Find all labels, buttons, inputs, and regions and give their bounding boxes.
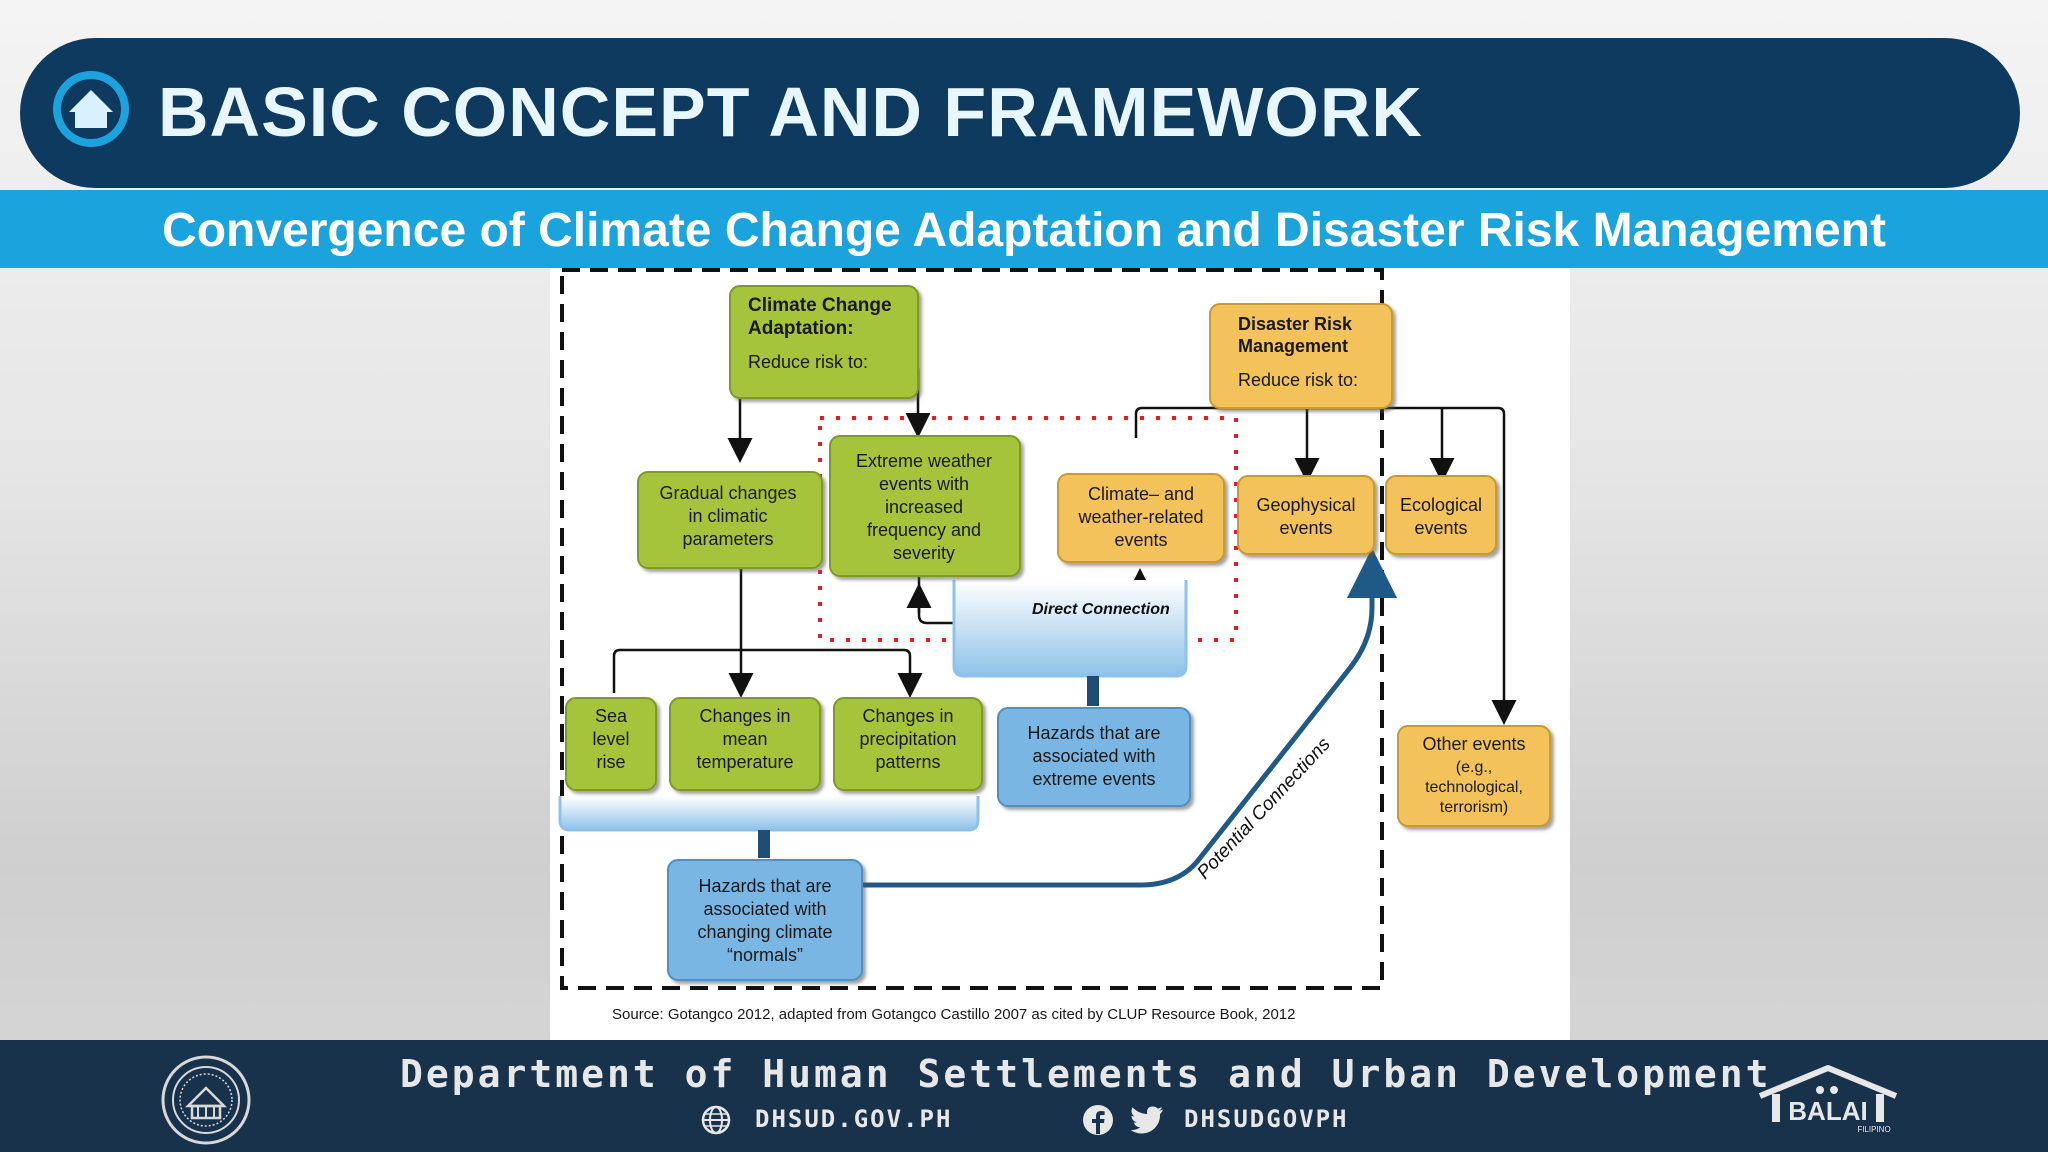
cca-boundary: [560, 268, 1384, 990]
sea-level-box: [565, 697, 657, 791]
drm-box: [1209, 303, 1393, 409]
geophysical-line-2: events: [1279, 518, 1332, 538]
drm-title-1: Disaster Risk: [1238, 314, 1353, 334]
department-name: Department of Human Settlements and Urba…: [400, 1052, 1772, 1096]
sea-line-1: Sea: [595, 706, 628, 726]
geophysical-line-1: Geophysical: [1256, 495, 1355, 515]
balai-text: BALAI: [1788, 1096, 1867, 1126]
cca-title-1: Climate Change: [748, 295, 892, 316]
footer-bar: [0, 1040, 2048, 1152]
direct-connection-label: Direct Connection: [1032, 601, 1170, 618]
normals-bracket: [558, 796, 980, 832]
title-bar: [20, 38, 2020, 188]
cca-title-2: Adaptation:: [748, 318, 854, 339]
page-title: BASIC CONCEPT AND FRAMEWORK: [158, 73, 1423, 151]
extreme-line-3: increased: [885, 497, 963, 517]
source-caption: Source: Gotangco 2012, adapted from Gota…: [612, 1006, 1295, 1023]
mean-temp-line-2: mean: [722, 729, 767, 749]
globe-icon: [701, 1105, 731, 1135]
other-events-line-2: (e.g.,: [1456, 759, 1492, 776]
dhsud-seal-icon: [161, 1055, 251, 1145]
ecological-box: [1385, 475, 1497, 555]
other-events-box: [1397, 725, 1551, 827]
social-handle[interactable]: DHSUDGOVPH: [1184, 1105, 1349, 1133]
page-subtitle: Convergence of Climate Change Adaptation…: [162, 204, 1886, 257]
hazards-extreme-line-3: extreme events: [1032, 769, 1155, 789]
gradual-box: [637, 471, 823, 569]
climate-weather-line-3: events: [1114, 530, 1167, 550]
precip-line-1: Changes in: [862, 706, 953, 726]
precip-box: [833, 697, 983, 791]
hazards-normals-line-2: associated with: [703, 899, 826, 919]
climate-weather-box: [1057, 473, 1225, 563]
diagram-panel: Potential Connections Direct Connection …: [550, 268, 1570, 1040]
extreme-line-4: frequency and: [867, 520, 981, 540]
mean-temp-line-3: temperature: [696, 752, 793, 772]
balai-logo: BALAI FILIPINO: [1758, 1065, 1898, 1134]
convergence-diagram: Potential Connections Direct Connection …: [558, 268, 1551, 1023]
extreme-line-1: Extreme weather: [856, 451, 992, 471]
climate-weather-line-1: Climate– and: [1088, 484, 1194, 504]
home-icon[interactable]: [50, 68, 132, 150]
hazards-normals-line-3: changing climate: [697, 922, 832, 942]
other-events-line-4: terrorism): [1440, 799, 1508, 816]
gradual-line-1: Gradual changes: [659, 483, 796, 503]
precip-line-3: patterns: [875, 752, 940, 772]
hazards-normals-line-1: Hazards that are: [698, 876, 831, 896]
hazards-extreme-line-2: associated with: [1032, 746, 1155, 766]
hazards-extreme-line-1: Hazards that are: [1027, 723, 1160, 743]
mean-temp-box: [669, 697, 821, 791]
hazards-extreme-box: [997, 707, 1191, 807]
cca-box: [729, 285, 919, 399]
drm-reduce: Reduce risk to:: [1238, 370, 1358, 390]
sea-line-2: level: [592, 729, 629, 749]
gradual-line-3: parameters: [682, 529, 773, 549]
cca-reduce: Reduce risk to:: [748, 352, 868, 372]
facebook-icon[interactable]: [1082, 1104, 1114, 1136]
sea-line-3: rise: [596, 752, 625, 772]
subtitle-band: [0, 190, 2048, 268]
website-link[interactable]: DHSUD.GOV.PH: [755, 1105, 953, 1133]
climate-weather-line-2: weather-related: [1077, 507, 1203, 527]
drm-title-2: Management: [1238, 336, 1348, 356]
extreme-line-2: events with: [879, 474, 969, 494]
direct-bracket: [952, 580, 1188, 678]
hazards-normals-box: [667, 859, 863, 981]
extreme-box: [829, 435, 1021, 577]
other-events-line-1: Other events: [1422, 734, 1525, 754]
potential-connections-label: Potential Connections: [1193, 734, 1335, 884]
extreme-line-5: severity: [893, 543, 955, 563]
ecological-line-2: events: [1414, 518, 1467, 538]
mean-temp-line-1: Changes in: [699, 706, 790, 726]
other-events-line-3: technological,: [1425, 779, 1523, 796]
overlap-boundary: [818, 416, 1238, 642]
geophysical-box: [1237, 475, 1375, 555]
gradual-line-2: in climatic: [688, 506, 767, 526]
potential-connection-curve: [862, 548, 1397, 888]
twitter-icon[interactable]: [1130, 1106, 1164, 1134]
ecological-line-1: Ecological: [1400, 495, 1482, 515]
filipino-text: FILIPINO: [1857, 1125, 1890, 1134]
hazards-normals-line-4: “normals”: [727, 945, 803, 965]
precip-line-2: precipitation: [859, 729, 956, 749]
